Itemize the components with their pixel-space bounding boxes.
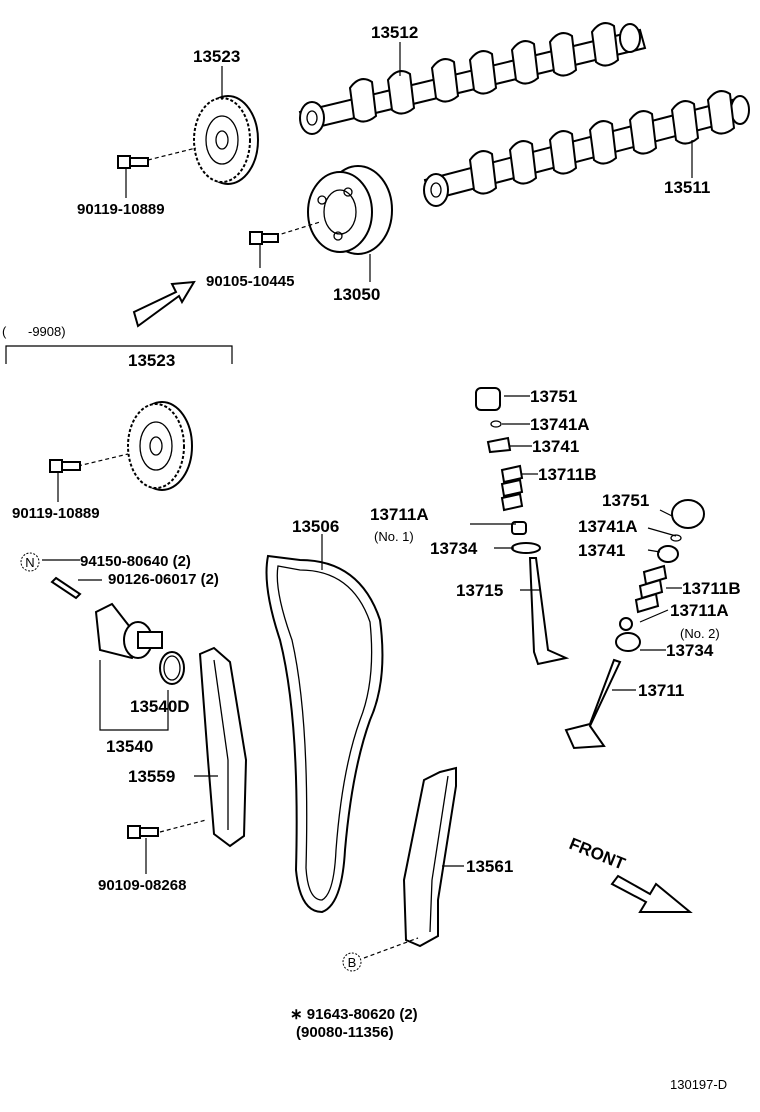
camshaft-13511 [423, 90, 750, 207]
label-13711A-b: 13711A [670, 601, 729, 620]
chain-guide-13559 [159, 646, 248, 848]
label-13506: 13506 [292, 517, 339, 536]
camshaft-13512 [298, 22, 647, 135]
sprocket-13523-lower [77, 401, 193, 491]
bolt-90105 [249, 231, 279, 245]
label-13711: 13711 [638, 681, 684, 700]
label-90119-lower: 90119-10889 [12, 505, 100, 522]
label-13751-b: 13751 [602, 491, 649, 510]
label-13741-a: 13741 [532, 437, 579, 456]
svg-text:N: N [25, 555, 34, 570]
sprocket-13523-top [147, 95, 259, 185]
label-13523-lower: 13523 [128, 351, 175, 370]
label-13711B-b: 13711B [682, 579, 741, 598]
label-13734-b: 13734 [666, 641, 714, 660]
label-13523-top: 13523 [193, 47, 240, 66]
label-13741-b: 13741 [578, 541, 625, 560]
bolt-90119-lower [49, 459, 81, 473]
bolt-90119-top [117, 155, 149, 169]
svg-text:B: B [348, 955, 357, 970]
label-13512: 13512 [371, 23, 418, 42]
leader-lines [42, 42, 693, 874]
group-bracket [5, 345, 233, 364]
label-90109: 90109-08268 [98, 877, 186, 894]
label-13050: 13050 [333, 285, 380, 304]
label-90126: 90126-06017 (2) [108, 571, 219, 588]
label-13734-a: 13734 [430, 539, 478, 558]
label-13511: 13511 [664, 178, 710, 197]
label-13540D: 13540D [130, 697, 190, 716]
label-91643: ∗ 91643-80620 (2) [290, 1006, 418, 1023]
label-90119-top: 90119-10889 [77, 201, 165, 218]
label-13711A-a: 13711A [370, 505, 429, 524]
vvt-gear-13050 [274, 165, 393, 255]
label-90080: (90080-11356) [296, 1024, 394, 1041]
label-13711B-a: 13711B [538, 465, 597, 484]
label-90105: 90105-10445 [206, 273, 294, 290]
label-range-note: ( -9908) [2, 324, 66, 339]
label-13559: 13559 [128, 767, 175, 786]
valve-assembly-no1 [475, 387, 570, 666]
label-13715: 13715 [456, 581, 503, 600]
badge-b: B [342, 952, 362, 972]
direction-arrow-icon [132, 280, 196, 328]
label-13741A-a: 13741A [530, 415, 590, 434]
label-13540: 13540 [106, 737, 153, 756]
bolt-90109 [127, 825, 159, 839]
tensioner-13540 [50, 576, 185, 731]
label-no2: (No. 2) [680, 626, 720, 641]
valve-assembly-no2 [564, 499, 705, 750]
timing-chain-13506 [265, 554, 384, 914]
label-13561: 13561 [466, 857, 513, 876]
label-front: FRONT [567, 834, 629, 874]
label-13751-a: 13751 [530, 387, 577, 406]
chain-damper-13561 [363, 766, 457, 959]
badge-n: N [20, 552, 40, 572]
label-94150: 94150-80640 (2) [80, 553, 191, 570]
front-arrow-icon [610, 874, 693, 913]
diagram-code: 130197-D [670, 1077, 727, 1092]
label-no1: (No. 1) [374, 529, 414, 544]
label-13741A-b: 13741A [578, 517, 638, 536]
